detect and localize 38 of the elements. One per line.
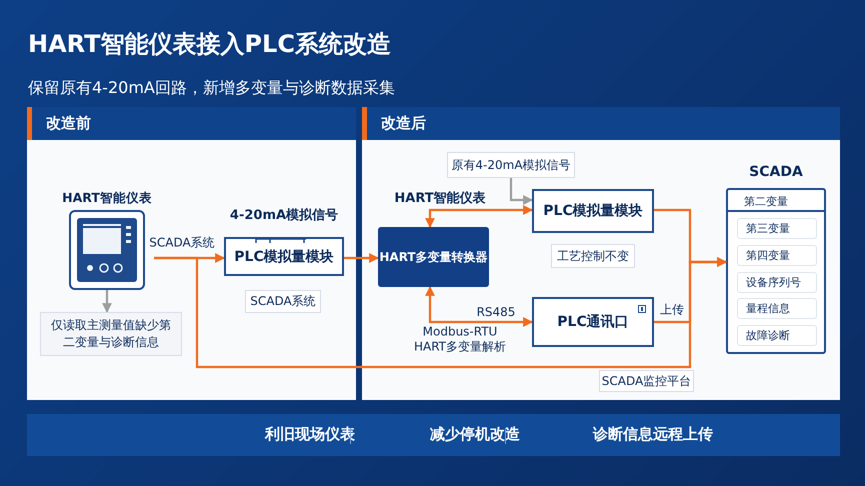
converter-box: HART多变量转换器 [378,227,489,287]
node-heading: HART智能仪表 [61,190,153,207]
connector-arrow [344,253,379,263]
list-item: 设备序列号 [737,272,817,293]
title: HART智能仪表接入PLC系统改造 [28,29,391,60]
port-box: PLC通讯口 [532,297,654,347]
subtitle: 保留原有4-20mA回路，新增多变量与诊断数据采集 [28,78,395,99]
footer-band [27,414,840,456]
module-box: PLC模拟量模块 [224,237,344,276]
list-item: 量程信息 [737,298,817,319]
panel-header: 改造后 [362,107,840,140]
panel [362,107,840,400]
signal-box: 原有4-20mA模拟信号 [447,152,575,178]
system-box: SCADA系统 [245,290,321,313]
scada-panel [726,164,826,354]
footer-text: 诊断信息远程上传 [593,425,713,444]
platform-box: SCADA监控平台 [599,370,694,392]
list-item: 第四变量 [737,245,817,266]
connector-arrow [654,257,727,324]
connector-arrow [425,286,533,327]
list-item: 故障诊断 [737,325,817,346]
signal-label: 4-20mA模拟信号 [228,206,340,224]
list-item: 第三变量 [737,218,817,239]
protocol-note: Modbus-RTU HART多变量解析 [412,324,508,356]
panel-header: 改造前 [27,107,356,140]
edge-label: 上传 [658,302,686,318]
panel-heading: SCADA [748,164,804,180]
edge-label: RS485 [474,305,518,319]
arrow [510,178,533,205]
arrow [102,290,112,313]
list-header: 第二变量 [728,190,824,212]
panel [27,107,356,400]
note-box: 仅读取主测量值缺少第二变量与诊断信息 [40,312,182,356]
footer-text: 减少停机改造 [430,425,520,444]
module-box: PLC模拟量模块 [532,189,654,233]
connector-arrow [425,205,533,228]
note-box: 工艺控制不变 [551,244,635,268]
device-label: HART智能仪表 [393,190,487,207]
